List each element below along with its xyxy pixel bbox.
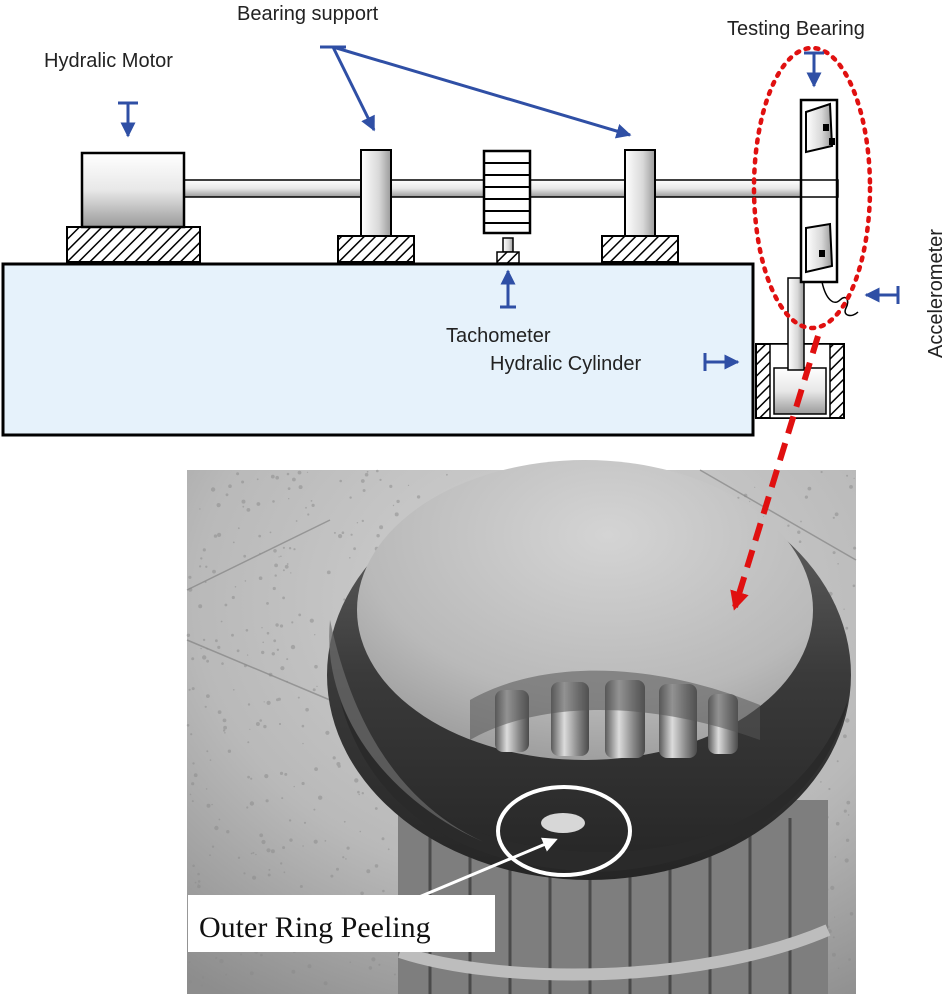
- testing-bearing-highlight: [751, 45, 873, 331]
- bearing-photo: Outer Ring Peeling: [186, 460, 857, 994]
- tachometer-sensor: [496, 237, 520, 264]
- caption-outer-ring-peeling: Outer Ring Peeling: [199, 911, 431, 944]
- testing-bearing: [799, 98, 839, 284]
- accelerometer-arrow: [864, 286, 900, 304]
- bearing-to-photo-arrow: [730, 335, 821, 611]
- bearing-support-2: [601, 149, 679, 263]
- label-hydraulic-cylinder: Hydralic Cylinder: [490, 353, 641, 375]
- pulley-wheel: [482, 149, 532, 235]
- base-bed: [1, 262, 755, 437]
- motor-pointer-arrow: [118, 101, 138, 138]
- testing-bearing-arrow: [804, 51, 824, 88]
- label-accelerometer: Accelerometer: [925, 229, 947, 358]
- cylinder-arrow: [703, 353, 740, 371]
- bearing-support-1: [337, 149, 415, 263]
- bearing-support-arrows: [320, 45, 632, 139]
- label-hydraulic-motor: Hydralic Motor: [44, 50, 173, 72]
- caption-box: [188, 895, 495, 952]
- tachometer-arrow: [500, 269, 516, 309]
- peeling-highlight-circle: [496, 785, 632, 877]
- hydraulic-motor: [66, 151, 201, 263]
- peeling-pointer-arrow: [399, 837, 558, 907]
- label-bearing-support: Bearing support: [237, 3, 379, 25]
- label-tachometer: Tachometer: [446, 325, 551, 347]
- label-testing-bearing: Testing Bearing: [727, 18, 865, 40]
